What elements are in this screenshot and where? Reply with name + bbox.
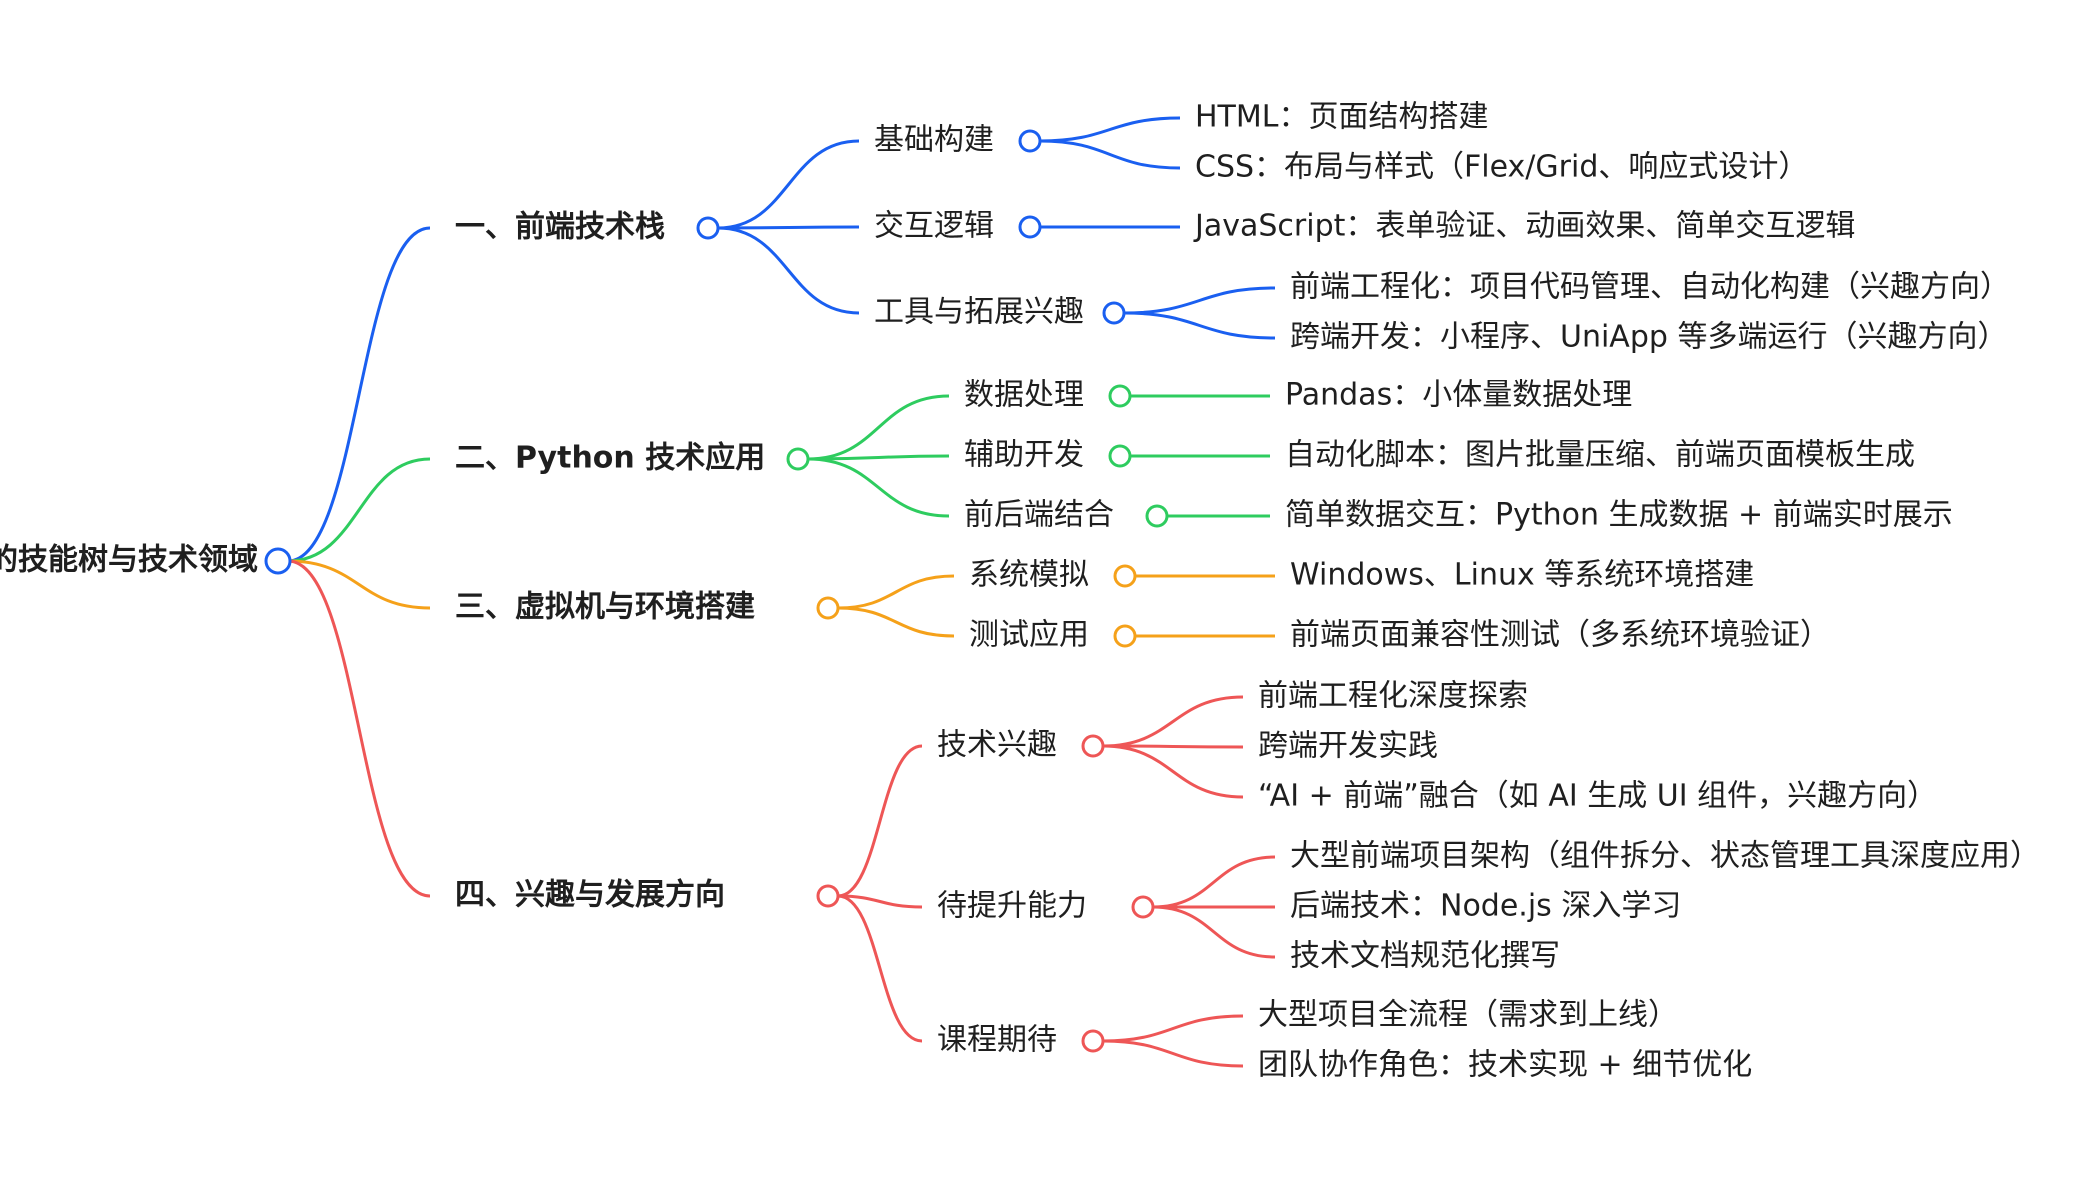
edge-branch-1-node-3	[717, 226, 860, 315]
branch-4-node-3-knot[interactable]	[1081, 1029, 1105, 1053]
edge-branch-4-node-2-leaf-3	[1152, 905, 1276, 959]
branch-3-node-2-label: 测试应用	[969, 618, 1089, 653]
branch-2-node-3-leaf-1: 简单数据交互：Python 生成数据 + 前端实时展示	[1285, 498, 1953, 533]
branch-2-node-1-label: 数据处理	[964, 378, 1084, 413]
edge-branch-4-node-1-leaf-3	[1102, 744, 1244, 799]
edge-branch-4-node-1	[837, 744, 923, 898]
edge-branch-4-node-2-leaf-1	[1152, 855, 1276, 909]
edge-branch-2-node-2	[807, 454, 950, 461]
branch-1-node-3-label: 工具与拓展兴趣	[874, 295, 1084, 330]
edge-branch-1-node-2	[717, 225, 860, 230]
edge-root-branch-3	[287, 559, 431, 610]
branch-1-node-2-label: 交互逻辑	[874, 209, 994, 244]
branch-4-node-3-leaf-1: 大型项目全流程（需求到上线）	[1258, 998, 1678, 1033]
branch-1-node-1-leaf-2: CSS：布局与样式（Flex/Grid、响应式设计）	[1195, 150, 1808, 185]
branch-1: 一、前端技术栈 基础构建 HTML：页面结构搭建 CSS：布局与样式（Flex/Gri…	[455, 100, 2010, 355]
branch-2-label: 二、Python 技术应用	[455, 441, 765, 476]
root-knot[interactable]	[264, 547, 292, 575]
edge-root-branch-4	[287, 559, 431, 898]
branch-3-label: 三、虚拟机与环境搭建	[455, 590, 755, 625]
edge-branch-3-node-1	[837, 574, 955, 610]
branch-4-node-2-label: 待提升能力	[937, 889, 1087, 924]
branch-4-node-1-leaf-2: 跨端开发实践	[1258, 729, 1438, 764]
edge-branch-1-node-1-leaf-2	[1039, 139, 1181, 170]
edge-branch-2-node-3	[807, 457, 950, 518]
edge-branch-4-node-1-leaf-1	[1102, 695, 1244, 748]
branch-3-node-2-knot[interactable]	[1113, 624, 1137, 648]
edge-branch-1-node-1	[717, 139, 860, 230]
branch-3-node-1-leaf-1: Windows、Linux 等系统环境搭建	[1290, 558, 1754, 593]
branch-4-node-1-knot[interactable]	[1081, 734, 1105, 758]
branch-4-node-2-knot[interactable]	[1131, 895, 1155, 919]
branch-1-node-2-knot[interactable]	[1018, 215, 1042, 239]
branch-4-node-2-leaf-1: 大型前端项目架构（组件拆分、状态管理工具深度应用）	[1290, 839, 2040, 874]
edge-branch-3-node-2	[837, 606, 955, 638]
branch-4-label: 四、兴趣与发展方向	[455, 878, 725, 913]
branch-1-knot[interactable]	[696, 216, 720, 240]
branch-2-node-1-knot[interactable]	[1108, 384, 1132, 408]
branch-2-knot[interactable]	[786, 447, 810, 471]
edge-branch-4-node-3-leaf-1	[1102, 1014, 1244, 1043]
branch-2-node-3-label: 前后端结合	[964, 498, 1114, 533]
branch-3-node-2-leaf-1: 前端页面兼容性测试（多系统环境验证）	[1290, 618, 1830, 653]
nodes-layer: 一、前端技术栈 基础构建 HTML：页面结构搭建 CSS：布局与样式（Flex/Gri…	[264, 100, 2040, 1083]
edge-branch-1-node-3-leaf-1	[1123, 286, 1276, 315]
edge-branch-2-node-1	[807, 394, 950, 461]
branch-2-node-1-leaf-1: Pandas：小体量数据处理	[1285, 378, 1632, 413]
branch-4-knot[interactable]	[816, 884, 840, 908]
branch-1-label: 一、前端技术栈	[455, 210, 665, 245]
branch-3-node-1-knot[interactable]	[1113, 564, 1137, 588]
branch-3-knot[interactable]	[816, 596, 840, 620]
branch-4-node-2-leaf-2: 后端技术：Node.js 深入学习	[1290, 889, 1681, 924]
branch-4-node-2-leaf-3: 技术文档规范化撰写	[1290, 939, 1560, 974]
branch-4-node-1-leaf-3: “AI + 前端”融合（如 AI 生成 UI 组件，兴趣方向）	[1258, 779, 1937, 814]
branch-4-node-1-leaf-1: 前端工程化深度探索	[1258, 679, 1528, 714]
branch-1-node-1-knot[interactable]	[1018, 129, 1042, 153]
branch-4-node-1-label: 技术兴趣	[937, 728, 1057, 763]
edge-root-branch-2	[287, 457, 431, 563]
root-node-label: 的技能树与技术领域	[0, 543, 258, 578]
edge-branch-4-node-3-leaf-2	[1102, 1039, 1244, 1068]
branch-1-node-3-knot[interactable]	[1102, 301, 1126, 325]
edges-layer	[287, 116, 1276, 1068]
edge-branch-1-node-3-leaf-2	[1123, 311, 1276, 340]
edge-branch-1-node-1-leaf-1	[1039, 116, 1181, 143]
edge-branch-4-node-1-leaf-2	[1102, 744, 1244, 749]
branch-2-node-3-knot[interactable]	[1145, 504, 1169, 528]
edge-branch-4-node-2	[837, 894, 923, 909]
branch-1-node-3-leaf-2: 跨端开发：小程序、UniApp 等多端运行（兴趣方向）	[1290, 320, 2007, 355]
branch-3-node-1-label: 系统模拟	[969, 558, 1089, 593]
branch-1-node-2-leaf-1: JavaScript：表单验证、动画效果、简单交互逻辑	[1193, 209, 1855, 244]
edge-root-branch-1	[287, 226, 431, 563]
branch-2-node-2-leaf-1: 自动化脚本：图片批量压缩、前端页面模板生成	[1285, 438, 1915, 473]
branch-2-node-2-knot[interactable]	[1108, 444, 1132, 468]
branch-4-node-3-label: 课程期待	[937, 1023, 1057, 1058]
branch-1-node-3-leaf-1: 前端工程化：项目代码管理、自动化构建（兴趣方向）	[1290, 270, 2010, 305]
branch-2-node-2-label: 辅助开发	[964, 438, 1084, 473]
branch-1-node-1-label: 基础构建	[874, 123, 994, 158]
branch-1-node-1-leaf-1: HTML：页面结构搭建	[1195, 100, 1488, 135]
branch-4-node-3-leaf-2: 团队协作角色：技术实现 + 细节优化	[1258, 1048, 1752, 1083]
edge-branch-4-node-3	[837, 894, 923, 1043]
